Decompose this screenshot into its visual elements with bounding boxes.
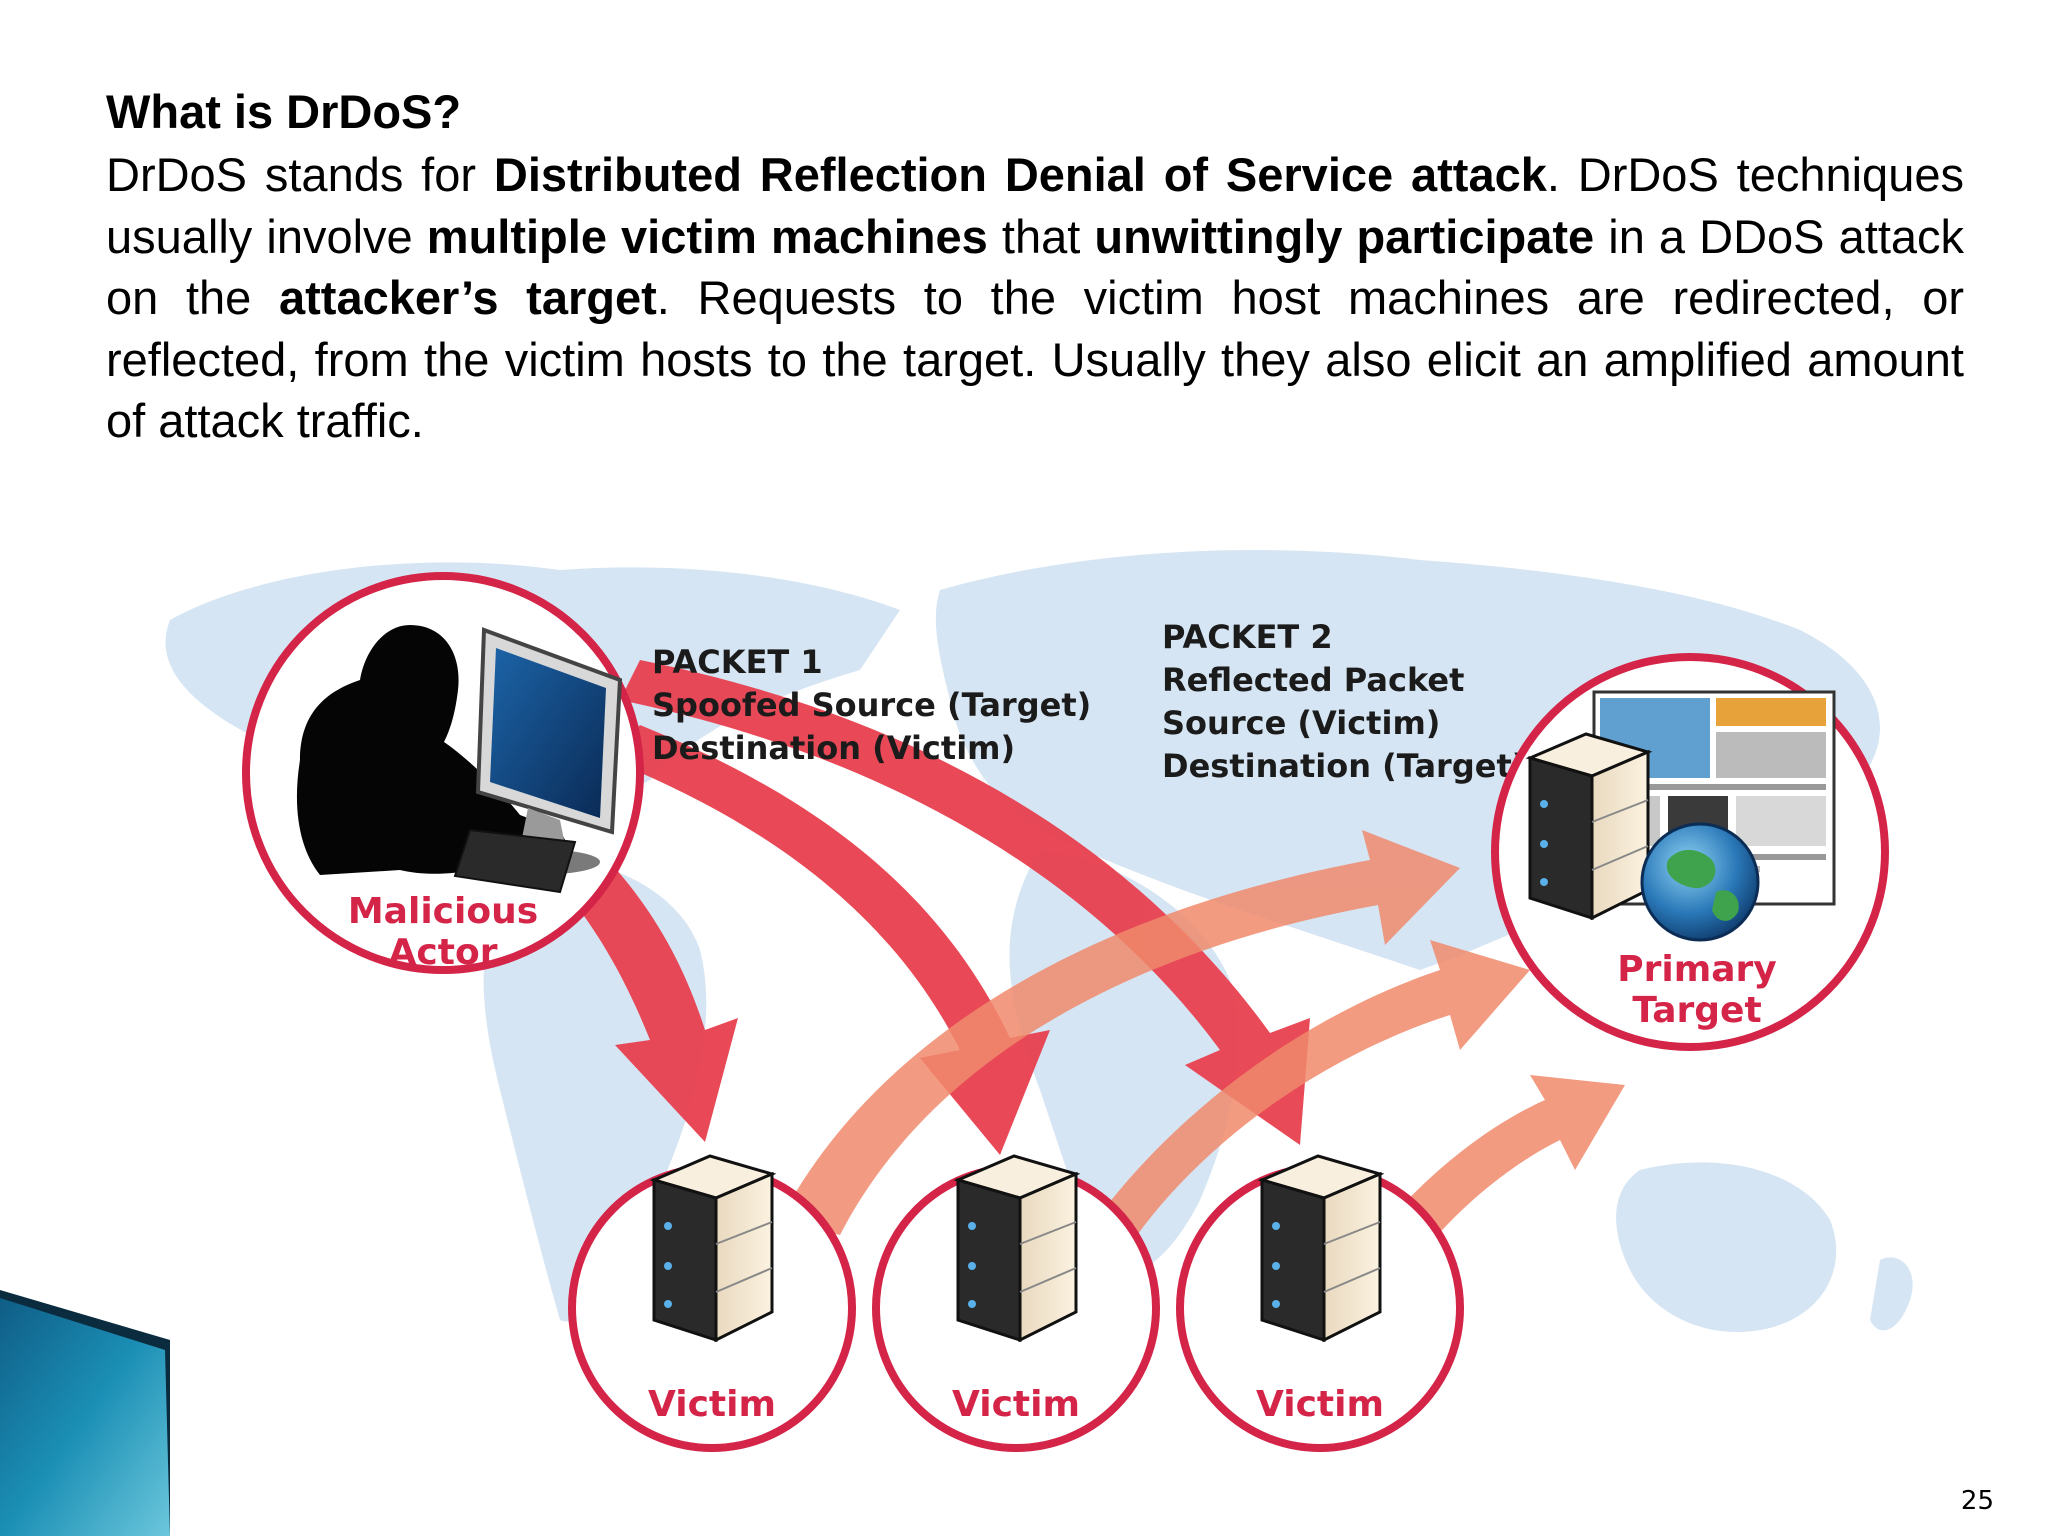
target-label-line2: Target bbox=[1632, 990, 1761, 1031]
victim-server-icon-2 bbox=[956, 1154, 1078, 1342]
packet2-line3: Destination (Target) bbox=[1162, 747, 1526, 785]
paragraph-run: . Requests to the victim host machines a… bbox=[106, 271, 1964, 448]
attack-arrow-2 bbox=[610, 725, 1050, 1155]
packet2-label: PACKET 2 Reflected Packet Source (Victim… bbox=[1162, 618, 1526, 785]
corner-bar bbox=[0, 1298, 170, 1536]
packet1-title: PACKET 1 bbox=[652, 643, 823, 681]
malicious-actor-node: Malicious Actor bbox=[242, 572, 644, 974]
victim-node-1: Victim bbox=[568, 1154, 856, 1452]
victim-server-icon-3 bbox=[1260, 1154, 1382, 1342]
packet2-title: PACKET 2 bbox=[1162, 618, 1333, 656]
slide-text-block: What is DrDoS? DrDoS stands for Distribu… bbox=[106, 84, 1964, 452]
packet2-line1: Reflected Packet bbox=[1162, 661, 1464, 699]
victim-node-2: Victim bbox=[872, 1154, 1160, 1452]
drdos-diagram: Malicious Actor PACKET 1 Spoofed Source … bbox=[0, 530, 2048, 1536]
paragraph-bold-run: multiple victim machines bbox=[426, 209, 988, 263]
packet1-label: PACKET 1 Spoofed Source (Target) Destina… bbox=[652, 643, 1091, 767]
slide-paragraph: DrDoS stands for Distributed Reflection … bbox=[106, 144, 1964, 452]
paragraph-run: in a DDoS attack on the bbox=[106, 209, 1965, 325]
primary-target-node: Primary Target bbox=[1491, 653, 1889, 1051]
paragraph-run: DrDoS stands for bbox=[106, 148, 494, 202]
computer-monitor-icon bbox=[475, 627, 623, 874]
victim-node-3: Victim bbox=[1176, 1154, 1464, 1452]
target-label-line1: Primary bbox=[1617, 949, 1777, 990]
page-number: 25 bbox=[1960, 1486, 1994, 1516]
packet1-line1: Spoofed Source (Target) bbox=[652, 686, 1091, 724]
reflect-arrow-2 bbox=[1085, 940, 1530, 1245]
victim-label-3: Victim bbox=[1256, 1384, 1384, 1425]
reflect-arrow-1 bbox=[780, 830, 1460, 1235]
reflect-arrows bbox=[780, 830, 1625, 1255]
paragraph-run: that bbox=[987, 209, 1095, 263]
attacker-label-line2: Actor bbox=[389, 932, 498, 973]
target-server-icon bbox=[1528, 732, 1650, 920]
hacker-silhouette-icon bbox=[296, 625, 575, 875]
attacker-label-line1: Malicious bbox=[348, 891, 538, 932]
reflect-arrow-3 bbox=[1380, 1075, 1625, 1255]
slide-title: What is DrDoS? bbox=[106, 85, 462, 138]
keyboard-icon bbox=[453, 828, 577, 894]
victim-server-icon-1 bbox=[652, 1154, 774, 1342]
packet2-line2: Source (Victim) bbox=[1162, 704, 1440, 742]
paragraph-bold-run: attacker’s target bbox=[279, 271, 657, 325]
paragraph-run: . DrDoS techniques usually involve bbox=[106, 148, 1964, 263]
attack-arrow-1 bbox=[470, 780, 738, 1142]
packet1-line2: Destination (Victim) bbox=[652, 729, 1015, 767]
victim-label-2: Victim bbox=[952, 1384, 1080, 1425]
paragraph-bold-run: Distributed Reflection Denial of Service… bbox=[493, 148, 1547, 202]
paragraph-bold-run: unwittingly participate bbox=[1094, 209, 1595, 263]
victim-label-1: Victim bbox=[648, 1384, 776, 1425]
